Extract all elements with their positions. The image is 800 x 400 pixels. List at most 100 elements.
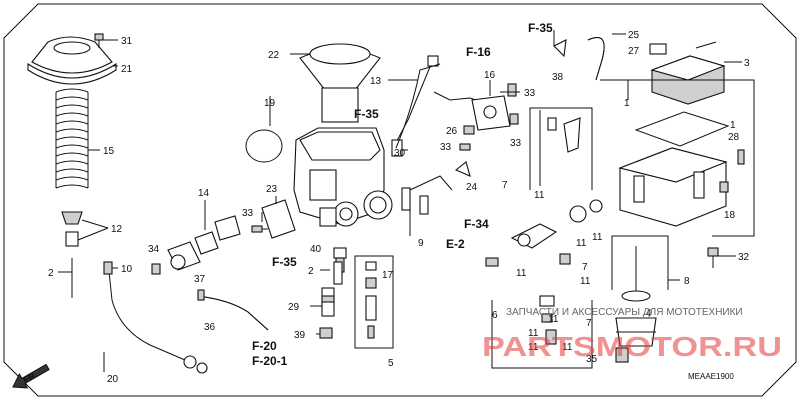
part-label-8: 8: [684, 276, 690, 287]
part-label-11-g: 11: [528, 342, 539, 353]
pump-diaphragm: [569, 199, 603, 223]
cover-screw: [94, 33, 104, 48]
small-screw-34: [151, 263, 161, 275]
watermark-caption: ЗАПЧАСТИ И АКСЕССУАРЫ ДЛЯ МОТОТЕХНИКИ: [506, 307, 743, 318]
part-label-16: 16: [484, 70, 496, 81]
part-label-4: 4: [646, 308, 652, 319]
part-label-1-right: 1: [730, 120, 736, 131]
part-label-33-center-b: 33: [510, 138, 522, 149]
part-label-29: 29: [288, 302, 300, 313]
part-label-18: 18: [724, 210, 736, 221]
part-label-1-top: 1: [624, 98, 630, 109]
part-label-34: 34: [148, 244, 160, 255]
part-label-11-d: 11: [516, 268, 527, 279]
slow-jet-39: [319, 327, 333, 339]
throttle-stop-bracket: [261, 199, 296, 239]
carburetor-body: [293, 127, 393, 227]
part-label-24: 24: [466, 182, 478, 193]
clamp-24: [454, 161, 471, 177]
part-label-2-left: 2: [48, 268, 54, 279]
part-label-33-center-a: 33: [440, 142, 452, 153]
throttle-position-sensor-16: [433, 91, 511, 131]
part-label-7-top: 7: [502, 180, 508, 191]
part-label-10: 10: [121, 264, 133, 275]
top-cover: [27, 36, 117, 85]
part-label-36: 36: [204, 322, 216, 333]
part-label-30: 30: [394, 148, 406, 159]
small-part-11-set: [485, 253, 571, 345]
part-label-23: 23: [266, 184, 278, 195]
part-label-11-f: 11: [528, 328, 539, 339]
leader-lines: [58, 30, 742, 372]
part-label-33-top: 33: [524, 88, 536, 99]
screw-33-center-b: [509, 113, 519, 125]
drain-screw-18: [719, 181, 729, 193]
hose-clip-38: [553, 39, 567, 58]
part-label-12: 12: [111, 224, 123, 235]
ref-label-f35-left: F-35: [272, 255, 297, 269]
part-label-3: 3: [744, 58, 750, 69]
part-label-17: 17: [382, 270, 394, 281]
part-label-11-c: 11: [592, 232, 603, 243]
part-label-40: 40: [310, 244, 322, 255]
part-label-13: 13: [370, 76, 382, 87]
pump-spring-6: [539, 295, 555, 323]
screw-33-left: [251, 225, 268, 233]
ref-label-f20: F-20: [252, 339, 277, 353]
part-label-11-i: 11: [562, 342, 573, 353]
ref-label-f20-1: F-20-1: [252, 354, 288, 368]
screw-33-top: [507, 83, 517, 97]
air-cut-valve: [167, 215, 241, 271]
diagram-border: [3, 3, 797, 397]
part-label-28: 28: [728, 132, 740, 143]
front-direction-arrow: [12, 363, 50, 389]
part-label-7-bottom: 7: [586, 318, 592, 329]
throttle-link-9: [401, 175, 453, 215]
part-label-33-left: 33: [242, 208, 254, 219]
part-label-5: 5: [388, 358, 394, 369]
part-label-20: 20: [107, 374, 119, 385]
part-label-37: 37: [194, 274, 206, 285]
part-label-2-center: 2: [308, 266, 314, 277]
part-label-15: 15: [103, 146, 115, 157]
part-label-26: 26: [446, 126, 458, 137]
part-label-6: 6: [492, 310, 498, 321]
float-chamber-gasket-28: [634, 111, 730, 147]
vacuum-spring: [55, 88, 89, 189]
throttle-cable: [103, 261, 208, 374]
part-label-19: 19: [264, 98, 276, 109]
accelerator-pump-screw: [737, 149, 745, 165]
part-label-14: 14: [198, 188, 210, 199]
jet-needle-holder: [61, 211, 83, 247]
ref-label-f35-center: F-35: [354, 107, 379, 121]
part-label-9: 9: [418, 238, 424, 249]
part-label-21: 21: [121, 64, 133, 75]
idle-screw-assembly: [391, 55, 439, 151]
screw-32: [707, 247, 719, 268]
needle-jet-holder-29: [321, 287, 335, 317]
part-label-39: 39: [294, 330, 306, 341]
catalog-code: MEAAE1900: [688, 372, 734, 381]
vent-hose-25: [587, 37, 605, 81]
pump-rod-set-7: [539, 110, 581, 186]
vacuum-piston: [299, 43, 381, 123]
screw-33-center-a: [459, 143, 471, 151]
throttle-shaft-30: [391, 139, 403, 157]
part-label-31: 31: [121, 36, 133, 47]
part-label-11-h: 11: [548, 314, 559, 325]
ref-label-f34: F-34: [464, 217, 489, 231]
needle-jet-2: [333, 261, 343, 285]
watermark-brand: PARTSMOTOR.RU: [482, 331, 782, 362]
part-label-32: 32: [738, 252, 750, 263]
o-ring-19: [245, 129, 283, 163]
float-valve-8: [621, 246, 651, 302]
part-label-7-middle: 7: [582, 262, 588, 273]
part-label-25: 25: [628, 30, 640, 41]
drain-plug-35: [615, 347, 629, 363]
ref-label-e2: E-2: [446, 237, 465, 251]
clip-27: [649, 43, 667, 55]
pump-arm: [510, 223, 558, 249]
float-set-4: [615, 317, 657, 347]
part-label-11-b: 11: [576, 238, 587, 249]
